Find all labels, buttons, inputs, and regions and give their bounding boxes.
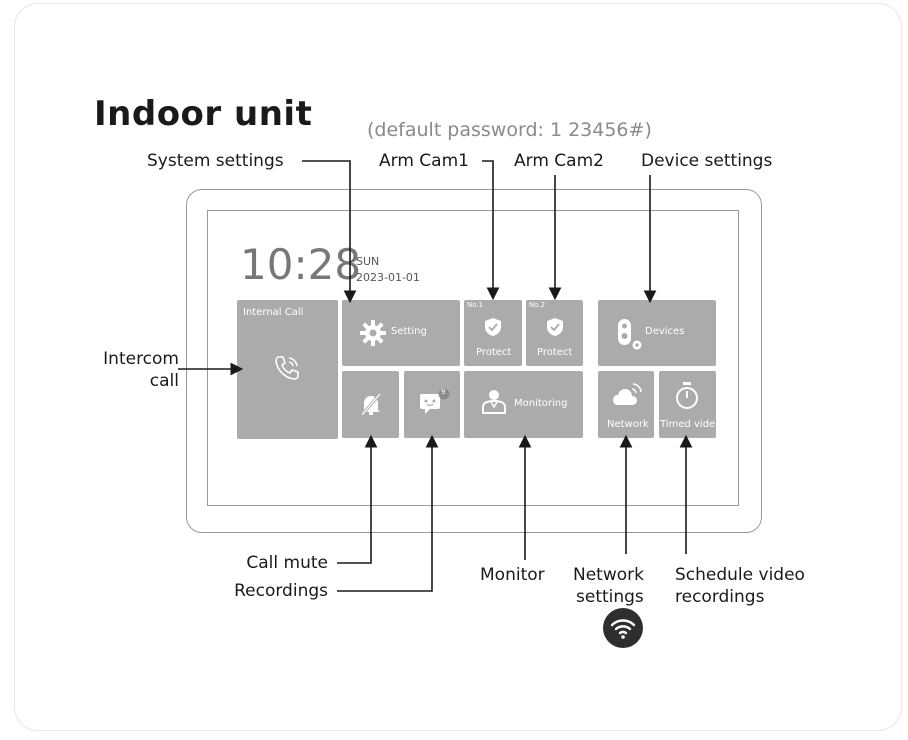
call-mute-tile[interactable] [342,371,399,438]
clock-time: 10:28 [240,240,362,289]
recordings-badge: 9 [441,388,446,396]
protect-label-2: Protect [537,347,573,358]
clock-date: 2023-01-01 [356,271,420,284]
callout-network-line2: settings [576,587,644,607]
wifi-icon [603,608,643,648]
monitoring-label: Monitoring [514,398,568,409]
network-label: Network [607,419,649,430]
callout-arm-cam2: Arm Cam2 [514,151,604,171]
timed-video-label: Timed video [660,419,722,430]
no1-label: No.1 [467,301,484,309]
arm-cam2-tile[interactable]: No.2 Protect [526,300,583,366]
arm-cam1-tile[interactable]: No.1 Protect [464,300,522,366]
internal-call-tile[interactable]: Internal Call [237,300,338,439]
callout-network-line1: Network [573,565,644,585]
callout-schedule-line1: Schedule video [675,565,805,585]
callout-monitor: Monitor [480,565,545,585]
phone-icon [275,356,299,380]
protect-label-1: Protect [476,347,512,358]
gear-icon [360,320,386,346]
devices-tile[interactable]: Devices [598,300,716,366]
callout-device-settings: Device settings [641,151,773,171]
callout-system-settings: System settings [147,151,284,171]
shield-icon [485,318,501,336]
network-tile[interactable]: Network [598,371,654,438]
timer-icon [676,382,698,409]
page-title: Indoor unit [94,94,313,134]
callout-arm-cam1: Arm Cam1 [379,151,469,171]
clock-day: SUN [356,255,380,268]
devices-label: Devices [645,326,685,337]
timed-video-tile[interactable]: Timed video [659,371,721,438]
no2-label: No.2 [529,301,546,309]
callout-intercom-line2: call [149,371,179,391]
callout-call-mute: Call mute [246,553,328,573]
internal-call-label: Internal Call [243,307,304,318]
monitoring-tile[interactable]: Monitoring [464,371,583,438]
recordings-tile[interactable]: 9 [404,371,460,438]
callout-intercom-line1: Intercom [103,349,179,369]
setting-tile[interactable]: Setting [342,300,460,366]
card-frame [14,3,902,731]
cloud-icon [613,383,642,405]
callout-recordings: Recordings [234,581,328,601]
shield-icon [547,318,563,336]
setting-label: Setting [391,326,427,337]
callout-schedule-line2: recordings [675,587,765,607]
doorbell-icon [618,319,642,350]
bell-off-icon [360,393,382,416]
person-icon [482,390,506,414]
default-password-note: (default password: 1 23456#) [367,119,652,141]
message-icon [420,388,450,414]
